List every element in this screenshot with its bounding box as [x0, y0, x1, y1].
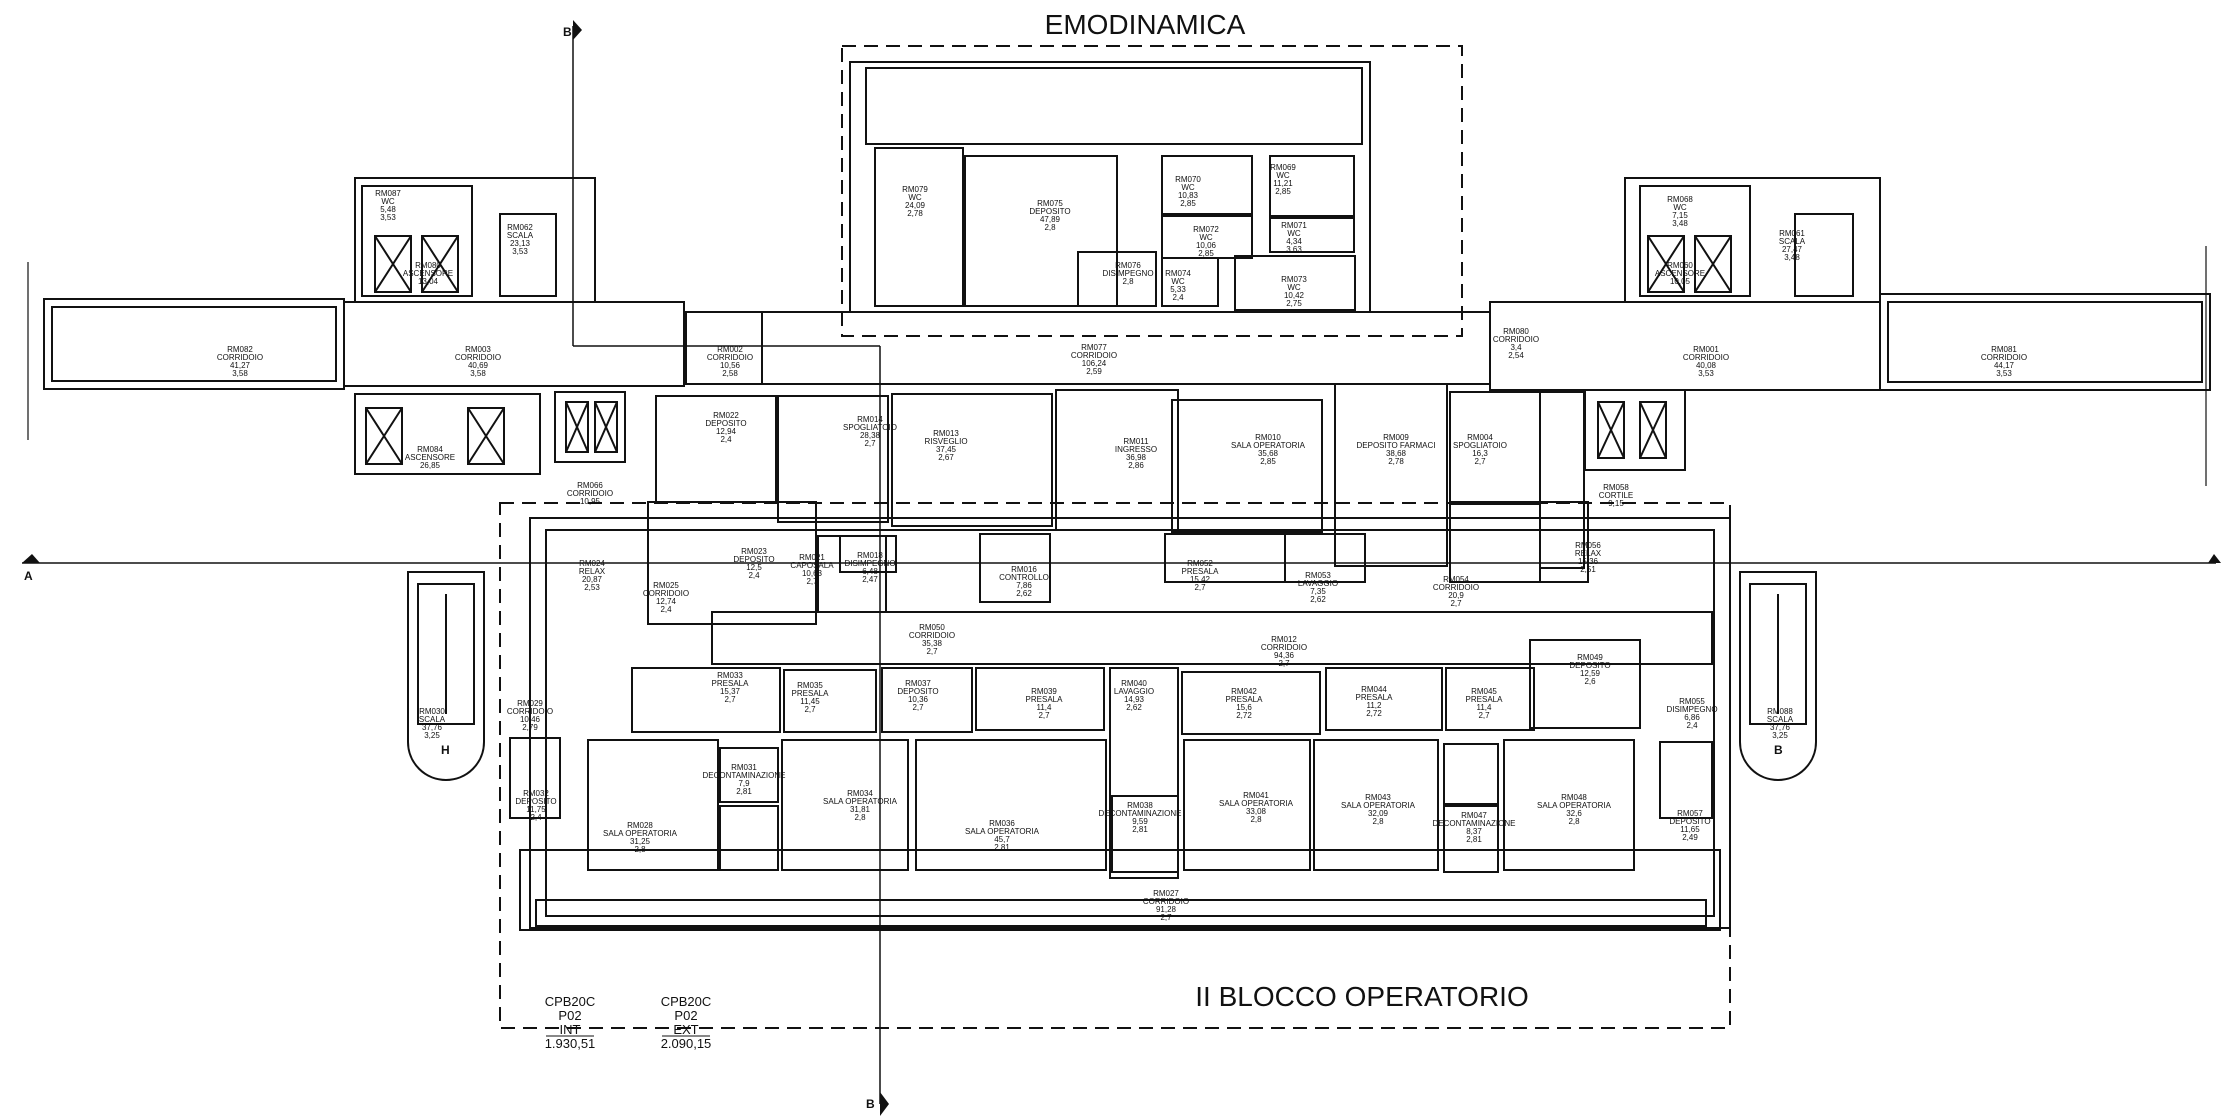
svg-text:1.930,51: 1.930,51 [545, 1036, 596, 1051]
stair-tower-west [407, 571, 485, 781]
east-wing [1489, 177, 2211, 471]
svg-text:INT: INT [560, 1022, 581, 1037]
svg-text:2.090,15: 2.090,15 [661, 1036, 712, 1051]
emodinamica-zone [841, 45, 1463, 337]
svg-text:EXT: EXT [673, 1022, 698, 1037]
svg-text:CPB20C: CPB20C [661, 994, 712, 1009]
section-label-b-top: B [563, 25, 572, 39]
blocco-rooms [509, 517, 1731, 931]
emodinamica-block [849, 61, 1371, 313]
west-wing [43, 177, 763, 475]
svg-text:P02: P02 [558, 1008, 581, 1023]
level-legend-int: CPB20C P02 INT 1.930,51 [545, 994, 596, 1051]
level-legend-ext: CPB20C P02 EXT 2.090,15 [661, 994, 712, 1051]
stair-tower-east [1739, 571, 1817, 781]
svg-text:P02: P02 [674, 1008, 697, 1023]
section-label-a-left: A [24, 569, 33, 583]
emodinamica-title: EMODINAMICA [1045, 9, 1246, 40]
svg-text:CPB20C: CPB20C [545, 994, 596, 1009]
section-label-b-bottom: B [866, 1097, 875, 1111]
stair-mark-h: H [441, 743, 450, 757]
blocco-title: II BLOCCO OPERATORIO [1195, 981, 1528, 1012]
stair-mark-b: B [1774, 743, 1783, 757]
blocco-operatorio-zone [499, 502, 1731, 1029]
